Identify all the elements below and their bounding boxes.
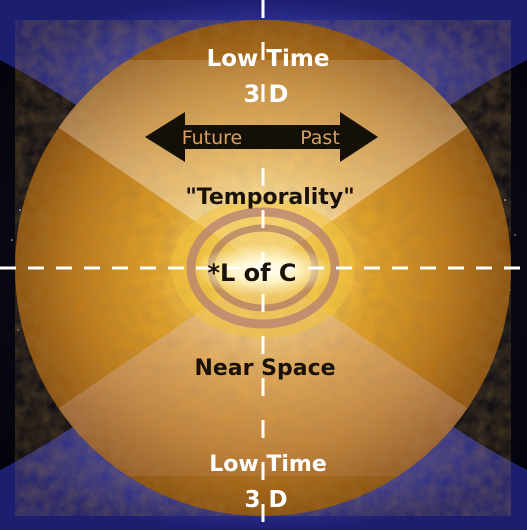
upper-cone [15, 60, 511, 268]
top-label-line1: Low Time [207, 46, 330, 72]
top-label-line2: 3 D [244, 80, 289, 108]
arrow-left-label: Future [182, 127, 243, 149]
upper-region-label: "Temporality" [185, 185, 354, 210]
bottom-label-line2: 3 D [244, 487, 287, 513]
arrow-right-label: Past [300, 127, 340, 149]
center-label: *L of C [207, 259, 296, 287]
lower-cone [15, 268, 511, 476]
double-arrow [145, 112, 378, 162]
bottom-label-line1: Low Time [209, 452, 327, 477]
lower-region-label: Near Space [194, 356, 335, 381]
